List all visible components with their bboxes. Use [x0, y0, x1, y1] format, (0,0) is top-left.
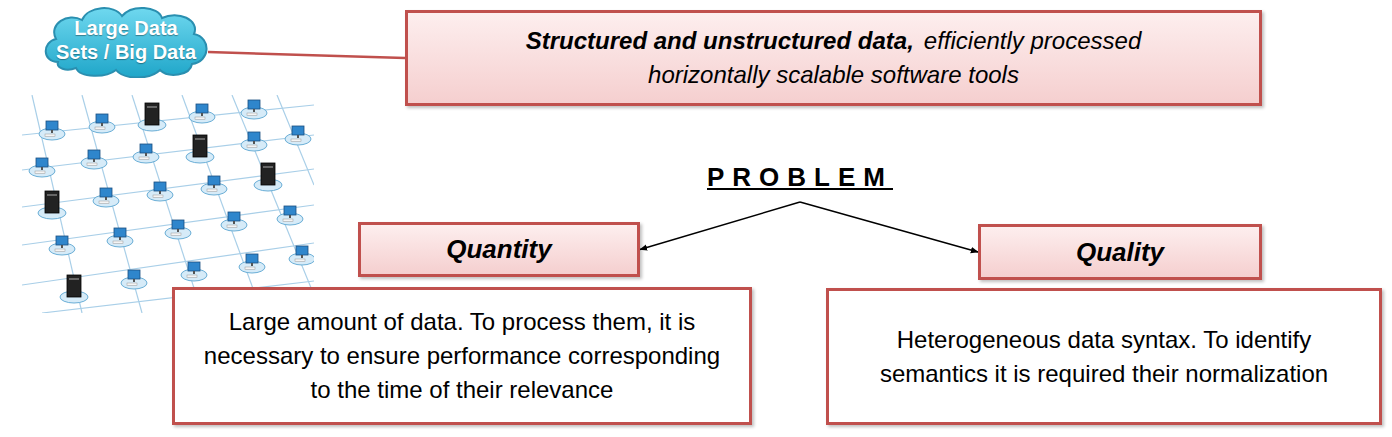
node-label: Large Data Sets / Big Data	[54, 16, 198, 64]
text-block: Quantity	[436, 230, 561, 269]
node-label: Quantity	[446, 234, 551, 265]
node-label: Heterogeneous data syntax. To identify s…	[845, 323, 1363, 391]
node-label: PROBLEM	[707, 162, 893, 193]
text-block: Large amount of data. To process them, i…	[175, 299, 749, 413]
text-block: Structured and unstructured data,efficie…	[408, 18, 1259, 98]
text-block: Large Data Sets / Big Data	[40, 16, 212, 64]
text-block: Heterogeneous data syntax. To identify s…	[829, 317, 1379, 397]
quality-box: Quality	[978, 224, 1262, 280]
quantity-box: Quantity	[358, 222, 640, 277]
network-illustration	[22, 95, 314, 313]
text-block: Quality	[1066, 233, 1174, 272]
problem-heading: PROBLEM	[680, 156, 920, 198]
text-block: PROBLEM	[703, 160, 897, 195]
description-box: Heterogeneous data syntax. To identify s…	[826, 288, 1382, 425]
node-label: Structured and unstructured data,	[526, 27, 914, 54]
description-box: Large amount of data. To process them, i…	[172, 287, 752, 425]
arrow-connector	[800, 202, 978, 252]
summary-box: Structured and unstructured data,efficie…	[405, 10, 1262, 106]
arrow-connector	[640, 202, 800, 250]
node-label: Large amount of data. To process them, i…	[191, 305, 733, 407]
node-label: Quality	[1076, 237, 1164, 268]
leader-connector	[208, 52, 405, 58]
cloud-shape	[40, 2, 212, 78]
cloud-node: Large Data Sets / Big Data	[40, 2, 212, 78]
